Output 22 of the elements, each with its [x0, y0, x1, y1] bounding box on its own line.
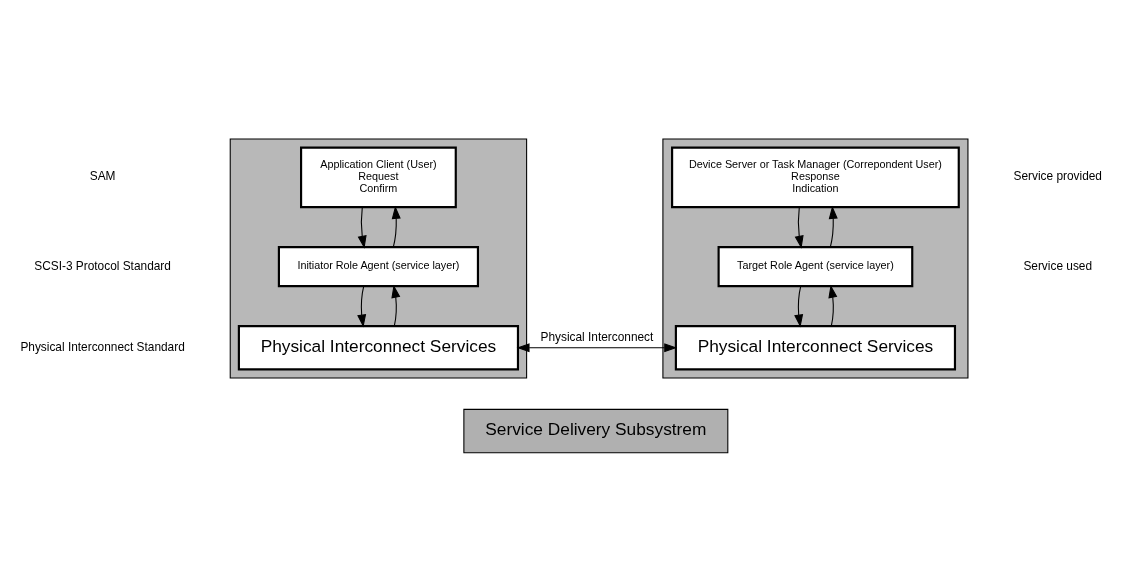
arrow: [391, 284, 401, 327]
arrow: [391, 205, 401, 248]
arrow: [828, 284, 838, 327]
arrow: [357, 206, 367, 249]
node-box: Physical Interconnect Services: [674, 325, 957, 371]
label: Service provided: [1013, 169, 1102, 184]
node-box: Device Server or Task Manager (Correpondent User) Response Indication: [671, 146, 960, 209]
label: SCSI-3 Protocol Standard: [34, 258, 171, 273]
label: Service used: [1023, 258, 1093, 273]
node-box: Application Client (User) Request Confirm: [300, 146, 457, 209]
arrow: [828, 205, 838, 248]
arrow: [794, 285, 804, 328]
node-box: Service Delivery Subsystrem: [463, 408, 729, 454]
arrow: [357, 285, 367, 328]
node-box: Physical Interconnect Services: [237, 325, 520, 371]
label: SAM: [89, 169, 116, 184]
arrow: [516, 343, 678, 353]
node-box: Initiator Role Agent (service layer): [277, 246, 479, 288]
edge-label: Physical Interconnect: [540, 330, 654, 345]
label: Physical Interconnect Standard: [20, 339, 185, 354]
arrow: [794, 206, 804, 249]
node-box: Target Role Agent (service layer): [717, 246, 914, 288]
